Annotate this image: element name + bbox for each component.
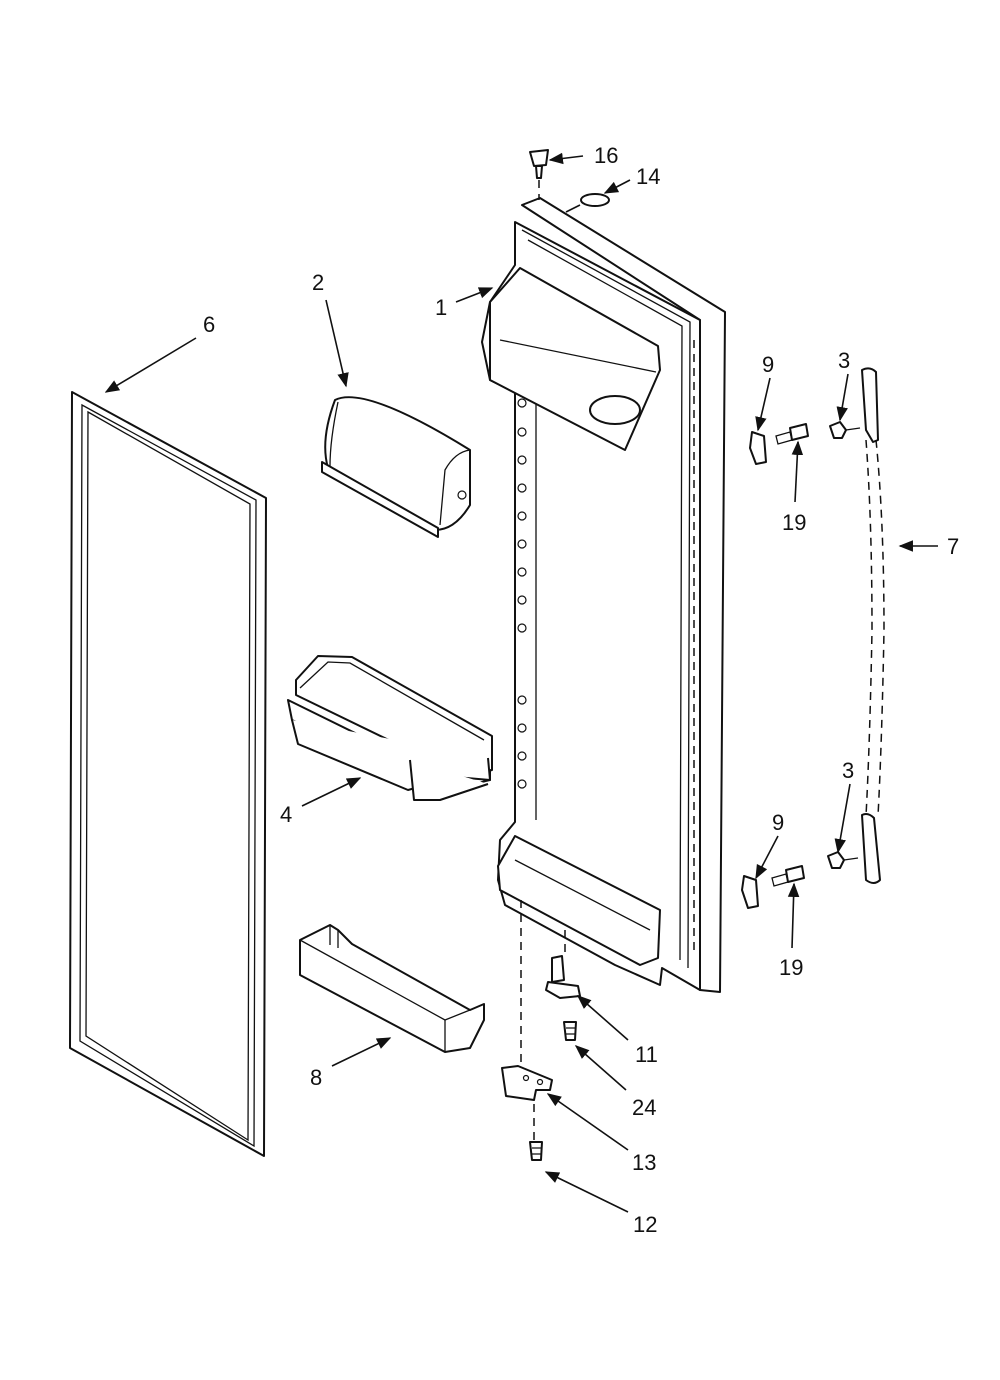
hinge-pin-part-11 <box>545 930 581 999</box>
callout-1: 1 <box>435 295 447 320</box>
callout-14: 14 <box>636 164 660 189</box>
callout-19-lower: 19 <box>779 955 803 980</box>
callout-7: 7 <box>947 534 959 559</box>
shelf-rail-holes <box>517 398 527 789</box>
screw-part-3-lower <box>827 851 859 869</box>
callout-4: 4 <box>280 802 292 827</box>
leader-lines <box>104 152 938 1213</box>
door-handle-part-7 <box>861 367 885 884</box>
lower-door-bin-part-8 <box>299 924 485 1053</box>
hinge-bracket-part-13 <box>501 900 553 1140</box>
callout-9-lower: 9 <box>772 810 784 835</box>
callout-3-lower: 3 <box>842 758 854 783</box>
screw-part-19-lower <box>771 865 805 887</box>
callout-9-upper: 9 <box>762 352 774 377</box>
callout-6: 6 <box>203 312 215 337</box>
door-gasket-part-6 <box>69 391 267 1157</box>
callout-16: 16 <box>594 143 618 168</box>
callout-2: 2 <box>312 270 324 295</box>
callout-8: 8 <box>310 1065 322 1090</box>
refrigerator-door-part-1 <box>481 197 726 993</box>
callout-11: 11 <box>635 1042 658 1067</box>
door-bin-part-4 <box>287 655 493 801</box>
callout-19-upper: 19 <box>782 510 806 535</box>
callout-3-upper: 3 <box>838 348 850 373</box>
handle-clip-part-9-lower <box>741 875 759 909</box>
cap-part-14 <box>565 193 610 213</box>
handle-clip-part-9-upper <box>749 431 767 465</box>
callout-12: 12 <box>633 1212 657 1237</box>
screw-part-24 <box>563 1021 577 1041</box>
screw-part-3-upper <box>829 421 861 439</box>
callout-labels: 16 14 1 2 6 9 3 19 7 4 9 3 19 8 11 24 13… <box>203 143 959 1237</box>
plug-part-16 <box>529 149 549 200</box>
dairy-compartment-part-2 <box>321 396 471 538</box>
screw-part-12 <box>529 1141 543 1161</box>
callout-24: 24 <box>632 1095 656 1120</box>
callout-13: 13 <box>632 1150 656 1175</box>
screw-part-19-upper <box>775 423 809 445</box>
